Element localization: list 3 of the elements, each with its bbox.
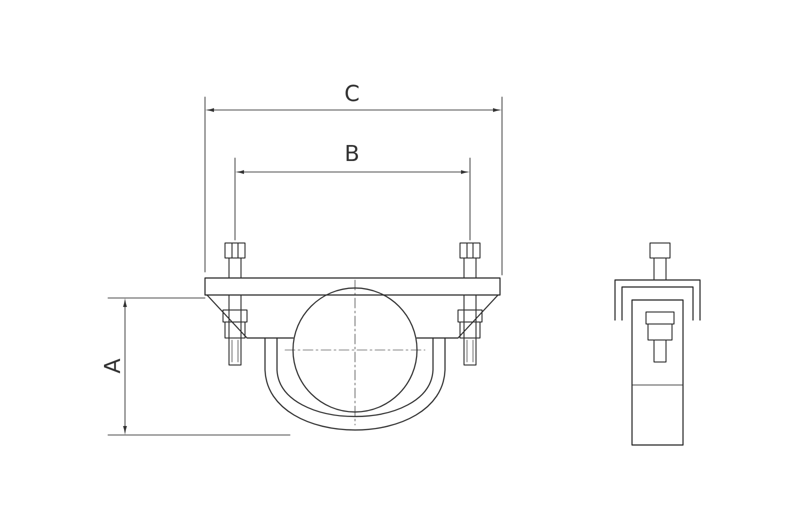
dimension-label: C [346, 84, 358, 102]
dimension-label: A [104, 358, 120, 374]
dimension-label: B [346, 144, 358, 162]
